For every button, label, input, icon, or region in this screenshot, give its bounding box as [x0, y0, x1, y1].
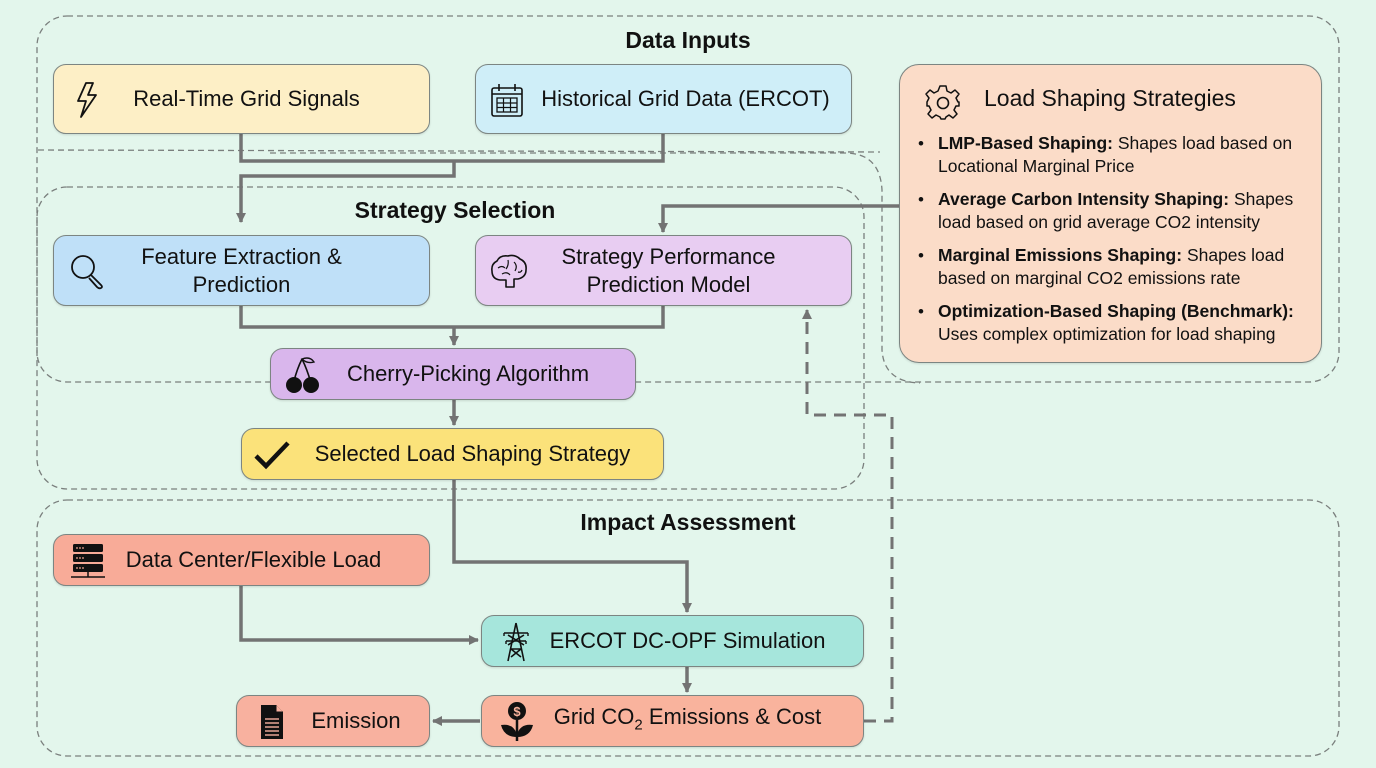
node-selected-load-shaping-strategy[interactable]: Selected Load Shaping Strategy: [241, 428, 664, 480]
strategy-name: Marginal Emissions Shaping:: [938, 245, 1183, 265]
group-strategy-selection-top: [270, 152, 921, 384]
strategy-item: LMP-Based Shaping: Shapes load based on …: [918, 132, 1328, 178]
load-shaping-strategies-panel: Load Shaping Strategies LMP-Based Shapin…: [899, 64, 1322, 363]
money-plant-icon: $: [498, 701, 536, 743]
connector-datacenter-to-opf: [239, 586, 479, 645]
node-grid-co2-emissions-cost[interactable]: $ Grid CO2 Emissions & Cost: [481, 695, 864, 747]
strategies-list: LMP-Based Shaping: Shapes load based on …: [918, 132, 1328, 356]
label-subscript: 2: [634, 716, 643, 734]
cherry-icon: [285, 355, 323, 395]
strategy-name: Optimization-Based Shaping (Benchmark):: [938, 301, 1294, 321]
label-part-post: Emissions & Cost: [642, 703, 822, 729]
node-strategy-performance-model[interactable]: Strategy Performance Prediction Model: [475, 235, 852, 306]
node-label: Selected Load Shaping Strategy: [314, 441, 631, 466]
node-label: Cherry-Picking Algorithm: [346, 361, 590, 386]
node-real-time-grid-signals[interactable]: Real-Time Grid Signals: [53, 64, 430, 134]
node-feature-extraction[interactable]: Feature Extraction & Prediction: [53, 235, 430, 306]
node-label-line-2: Prediction: [192, 271, 291, 297]
node-label-line-1: Strategy Performance: [561, 243, 776, 269]
group-title-impact-assessment: Impact Assessment: [580, 509, 796, 535]
strategy-item: Average Carbon Intensity Shaping: Shapes…: [918, 188, 1328, 234]
node-label: Data Center/Flexible Load: [125, 547, 382, 572]
connector-to-cherry-picking: [239, 306, 665, 346]
document-icon: [259, 703, 285, 741]
brain-icon: [488, 252, 530, 290]
server-icon: [70, 542, 106, 580]
group-strategy-selection: [36, 186, 865, 490]
connector-inputs-merge: [236, 134, 665, 223]
group-data-inputs: [36, 15, 1340, 383]
checkmark-icon: [252, 440, 292, 470]
node-label: Emission: [311, 708, 401, 733]
node-data-center-flexible-load[interactable]: Data Center/Flexible Load: [53, 534, 430, 586]
strategy-item: Optimization-Based Shaping (Benchmark): …: [918, 300, 1328, 346]
strategy-description: Shapes load based on Locational Marginal…: [938, 133, 1293, 176]
node-label: Grid CO2 Emissions & Cost: [482, 703, 863, 739]
strategy-description: Uses complex optimization for load shapi…: [938, 324, 1276, 344]
node-label: Strategy Performance Prediction Model: [476, 243, 851, 299]
svg-text:$: $: [513, 704, 521, 719]
node-label: Historical Grid Data (ERCOT): [541, 86, 830, 111]
calendar-icon: [490, 82, 524, 118]
node-label: Feature Extraction & Prediction: [54, 243, 429, 299]
gear-icon: [924, 83, 962, 126]
node-label: Real-Time Grid Signals: [133, 86, 360, 111]
group-title-strategy-selection: Strategy Selection: [354, 197, 556, 223]
strategy-item: Marginal Emissions Shaping: Shapes load …: [918, 244, 1328, 290]
group-title-data-inputs: Data Inputs: [625, 27, 751, 53]
node-label: ERCOT DC-OPF Simulation: [549, 628, 826, 653]
group-data-inputs-inner-edge: [37, 149, 881, 153]
strategies-title: Load Shaping Strategies: [984, 85, 1236, 111]
strategy-description: Shapes load based on grid average CO2 in…: [938, 189, 1294, 232]
lightning-bolt-icon: [74, 81, 100, 119]
node-ercot-dc-opf-simulation[interactable]: ERCOT DC-OPF Simulation: [481, 615, 864, 667]
group-impact-assessment: [36, 499, 1340, 757]
node-label-line-1: Feature Extraction &: [141, 243, 342, 269]
node-emission[interactable]: Emission: [236, 695, 430, 747]
strategy-description: Shapes load based on marginal CO2 emissi…: [938, 245, 1285, 288]
transmission-tower-icon: [500, 621, 532, 663]
label-part-pre: Grid CO: [553, 703, 635, 729]
connector-selected-to-opf: [452, 480, 692, 613]
strategy-name: LMP-Based Shaping:: [938, 133, 1114, 153]
node-label-line-2: Prediction Model: [586, 271, 751, 297]
node-cherry-picking-algorithm[interactable]: Cherry-Picking Algorithm: [270, 348, 636, 400]
magnifier-icon: [68, 253, 108, 291]
connector-strategies-to-model: [658, 204, 900, 233]
node-historical-grid-data[interactable]: Historical Grid Data (ERCOT): [475, 64, 852, 134]
strategy-name: Average Carbon Intensity Shaping:: [938, 189, 1230, 209]
